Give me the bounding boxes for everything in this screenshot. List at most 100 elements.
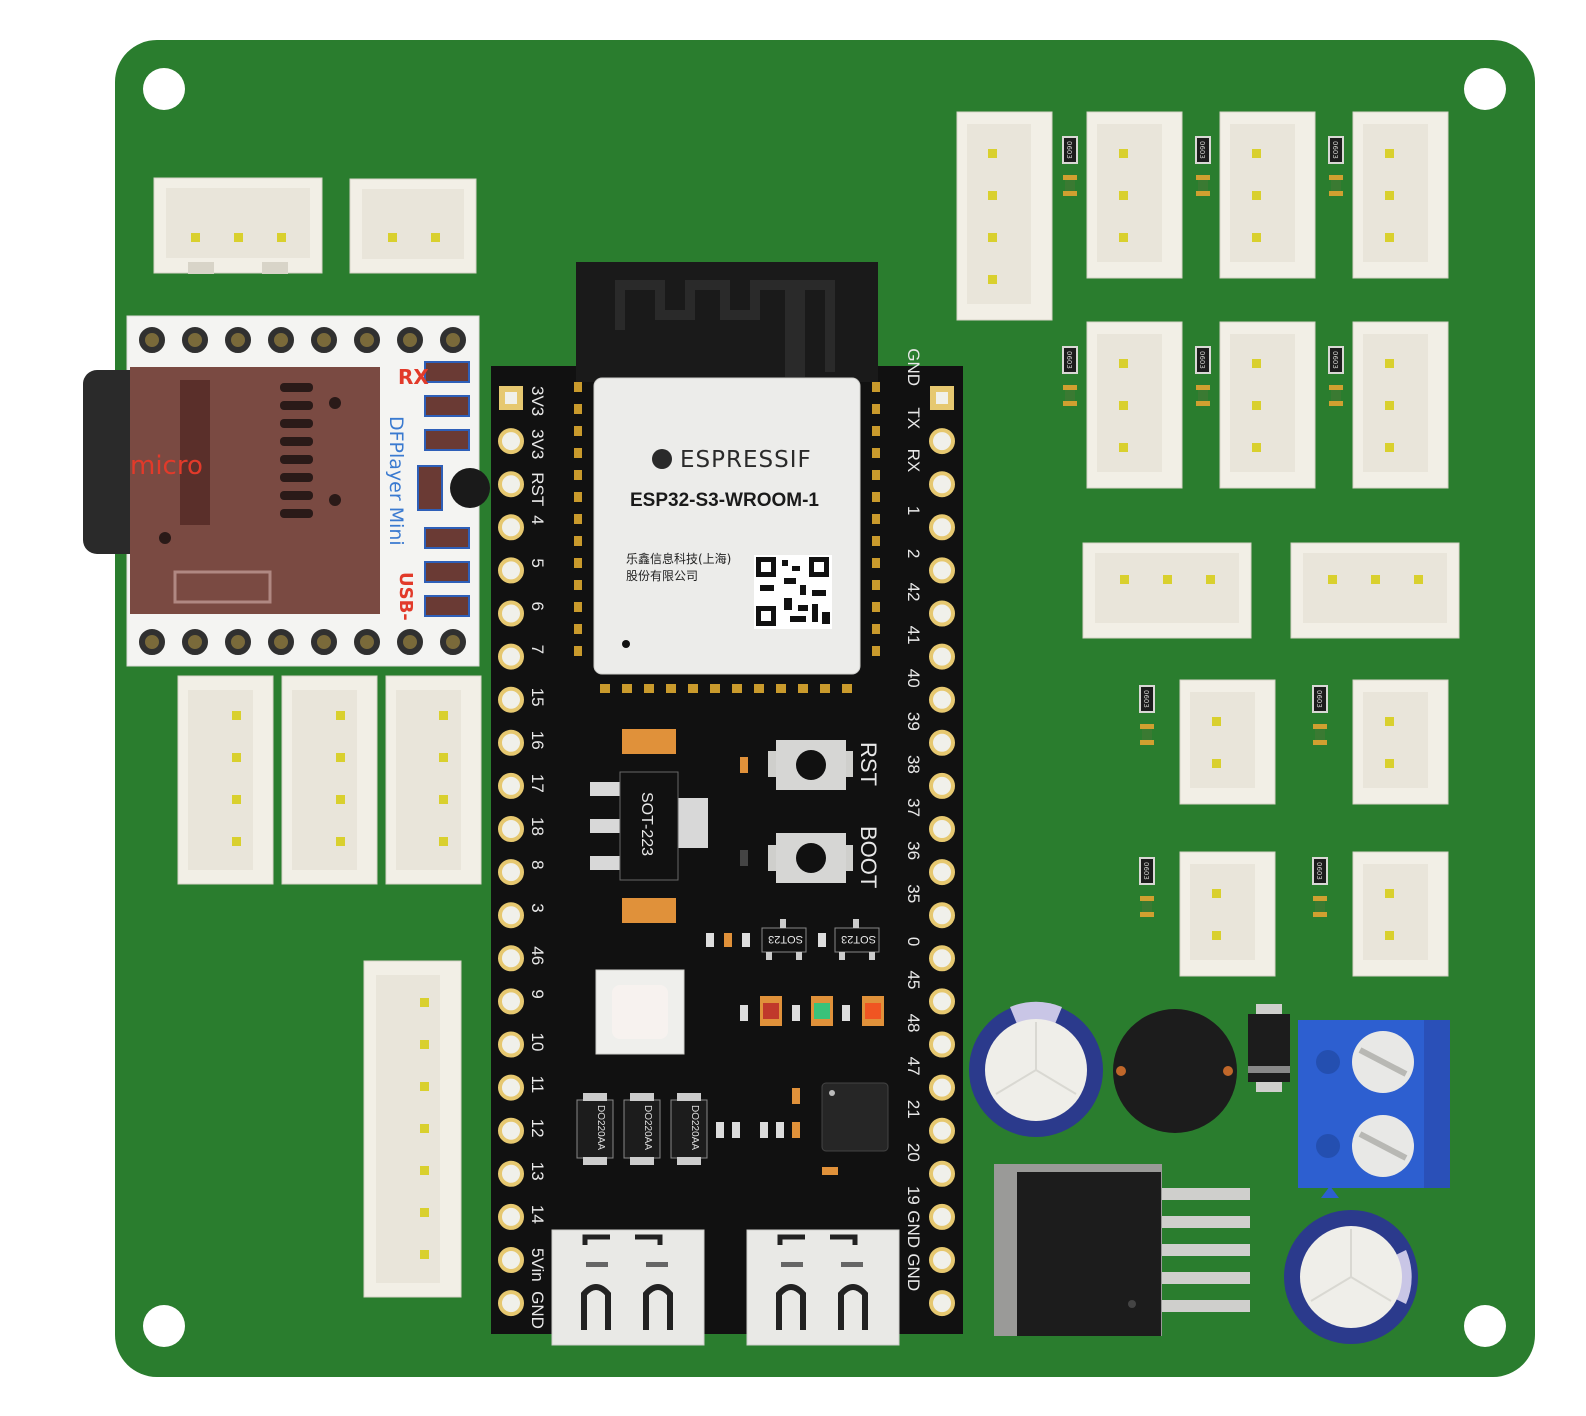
usb-c-port-right[interactable] [746, 1229, 900, 1346]
svg-text:0603: 0603 [1315, 690, 1323, 708]
header-pin [929, 772, 955, 799]
svg-text:0603: 0603 [1198, 351, 1206, 369]
mounting-hole [1464, 1305, 1506, 1347]
pin-label-right: 47 [904, 1057, 923, 1076]
connector-3pin-r1-a [1086, 111, 1183, 279]
svg-text:0603: 0603 [1065, 351, 1073, 369]
connector-4pin-left-c [385, 675, 482, 885]
resistor-0603: 0603 [1312, 685, 1328, 745]
header-pin [929, 557, 955, 584]
connector-3pin-r2-c [1352, 321, 1449, 489]
pin-label-right: 38 [904, 755, 923, 774]
mounting-hole [1464, 68, 1506, 110]
esp32-module-shield [593, 377, 861, 675]
pin-label-right: 41 [904, 626, 923, 645]
diode-do220-1: DO220AA [576, 1093, 614, 1165]
pin-label-left: GND [528, 1291, 547, 1329]
connector-7pin-left [363, 960, 462, 1298]
connector-4pin-left-b [281, 675, 378, 885]
resistor-0603: 0603 [1139, 685, 1155, 745]
pin-label-left: 10 [528, 1033, 547, 1052]
header-pin [929, 1074, 955, 1101]
header-pin [929, 988, 955, 1015]
pin-label-right: GND [904, 1253, 923, 1291]
header-pin [498, 1117, 524, 1144]
dfplayer-rx-label: RX [398, 365, 429, 389]
header-pin [929, 816, 955, 842]
diode-sma [1248, 1004, 1290, 1092]
header-pin [498, 1203, 524, 1230]
header-pin [929, 686, 955, 713]
module-brand: ESPRESSIF [680, 447, 812, 473]
module-maker-1: 乐鑫信息科技(上海) [626, 551, 731, 566]
capacitor-electrolytic-1 [969, 1001, 1103, 1137]
pin-label-left: 12 [528, 1119, 547, 1138]
rst-button[interactable] [768, 740, 853, 790]
rst-label: RST [856, 742, 881, 786]
header-pin [498, 514, 524, 541]
pin-label-right: 37 [904, 798, 923, 817]
header-pin [498, 1160, 524, 1187]
sd-micro-label: micro [130, 451, 203, 481]
pin-label-right: GND [904, 1210, 923, 1248]
connector-3pin-r2-a [1086, 321, 1183, 489]
screw-terminal-block [1298, 1020, 1450, 1198]
pin-label-left: 46 [528, 946, 547, 965]
pin-label-right: 2 [904, 549, 923, 558]
svg-text:DO220AA: DO220AA [642, 1105, 653, 1150]
pin-label-left: 14 [528, 1205, 547, 1224]
pin-label-left: RST [528, 472, 547, 506]
header-pin [498, 945, 524, 972]
boot-button[interactable] [768, 833, 853, 883]
usb-c-port-left[interactable] [551, 1229, 705, 1346]
header-pin [498, 686, 524, 713]
header-pin [498, 816, 524, 842]
pin-label-right: 0 [904, 937, 923, 946]
header-pin [498, 1247, 524, 1273]
pin-label-left: 5Vin [528, 1248, 547, 1282]
dfplayer-module: micro RX DFPlayer Mini USB- [83, 315, 490, 667]
header-pin [498, 859, 524, 886]
usb-bridge-chip [821, 1082, 889, 1152]
header-pin [929, 1247, 955, 1273]
pin-label-left: 7 [528, 645, 547, 654]
connector-3pin-r2-b [1219, 321, 1316, 489]
header-pin [498, 557, 524, 584]
resistor-0603: 0603 [1062, 346, 1078, 406]
connector-3pin-top-left [153, 177, 323, 274]
connector-3pin-mid-right-a [1082, 542, 1252, 639]
pin-label-left: 16 [528, 731, 547, 750]
connector-3pin-r1-c [1352, 111, 1449, 279]
header-pin [929, 600, 955, 627]
header-pin [929, 514, 955, 541]
qr-code-icon [754, 555, 832, 629]
diode-do220-2: DO220AA [623, 1093, 661, 1165]
pin-label-right: 42 [904, 583, 923, 602]
header-pin [929, 902, 955, 929]
header-pin [498, 729, 524, 756]
resistor-0603: 0603 [1062, 136, 1078, 196]
module-model: ESP32-S3-WROOM-1 [630, 490, 819, 511]
pin-label-right: 36 [904, 841, 923, 860]
svg-text:0603: 0603 [1315, 862, 1323, 880]
header-pin [498, 772, 524, 799]
pin-label-left: 3 [528, 903, 547, 912]
regulator-to263 [994, 1164, 1250, 1336]
connector-2pin-r4-b [1352, 851, 1449, 977]
pin-label-left: 18 [528, 817, 547, 836]
pin-label-left: 13 [528, 1162, 547, 1181]
header-pin [498, 902, 524, 929]
resistor-0603: 0603 [1312, 857, 1328, 917]
connector-3pin-mid-right-b [1290, 542, 1460, 639]
header-pin [498, 1290, 524, 1317]
resistor-0603: 0603 [1328, 346, 1344, 406]
svg-text:DO220AA: DO220AA [595, 1105, 606, 1150]
header-pin [929, 729, 955, 756]
pin-label-left: 3V3 [528, 429, 547, 459]
svg-text:0603: 0603 [1331, 141, 1339, 159]
mounting-hole [143, 1305, 185, 1347]
pin-label-right: 19 [904, 1186, 923, 1205]
connector-2pin-r4-a [1179, 851, 1276, 977]
svg-text:0603: 0603 [1142, 690, 1150, 708]
